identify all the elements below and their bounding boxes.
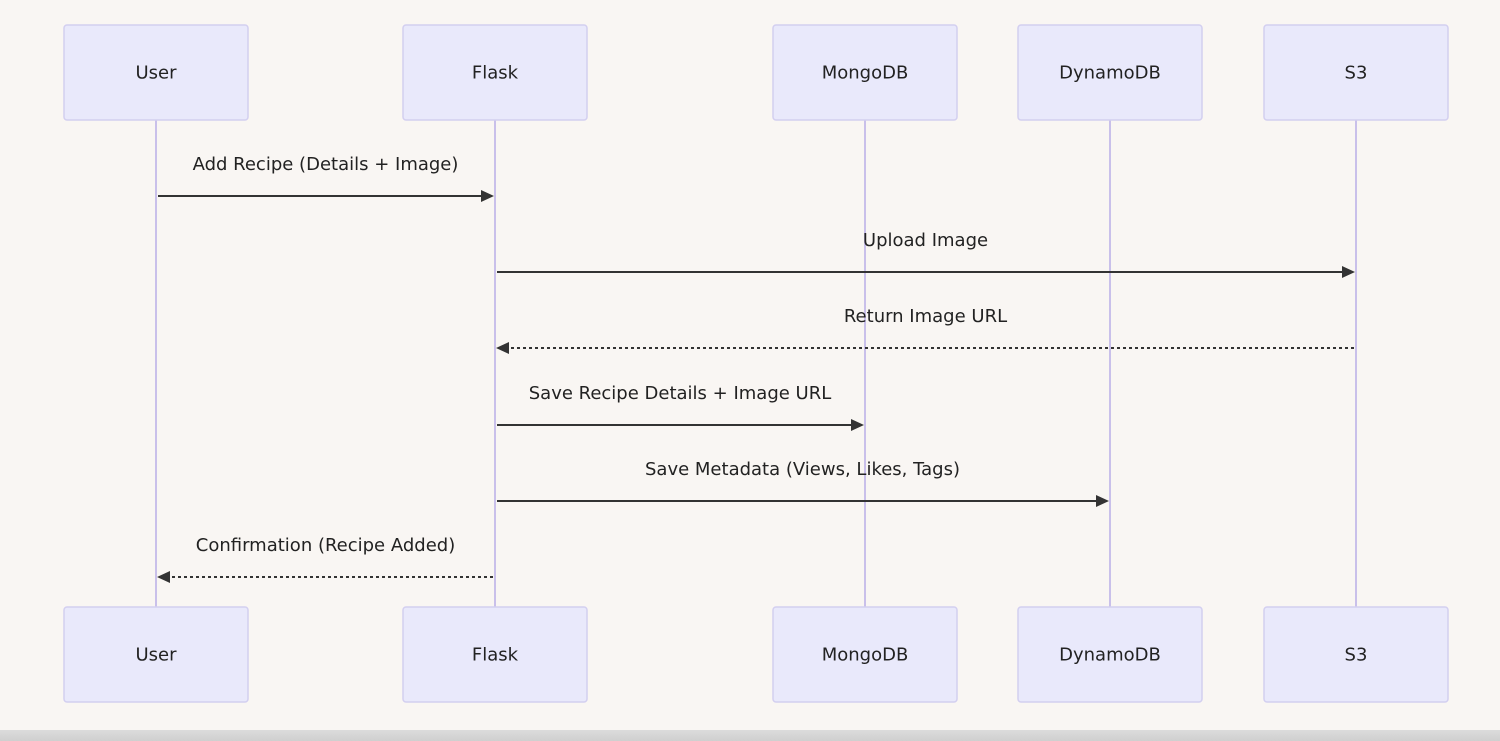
actor-mongodb-bottom: MongoDB [772, 606, 958, 703]
actor-label: Flask [472, 645, 519, 666]
actor-box [1263, 24, 1449, 121]
actor-box [1263, 606, 1449, 703]
actor-s3-bottom: S3 [1263, 606, 1449, 703]
actor-box [402, 606, 588, 703]
message-3: Return Image URL [496, 306, 1354, 354]
arrowhead [851, 419, 864, 431]
message-1: Add Recipe (Details + Image) [158, 154, 494, 202]
actor-user-top: User [63, 24, 249, 121]
actor-box [1017, 606, 1203, 703]
message-label: Save Metadata (Views, Likes, Tags) [645, 459, 960, 480]
actor-label: S3 [1345, 645, 1368, 666]
arrowhead [1342, 266, 1355, 278]
message-label: Upload Image [863, 230, 988, 251]
actor-s3-top: S3 [1263, 24, 1449, 121]
actor-dynamodb-top: DynamoDB [1017, 24, 1203, 121]
actor-user-bottom: User [63, 606, 249, 703]
message-5: Save Metadata (Views, Likes, Tags) [497, 459, 1109, 507]
actor-label: User [135, 645, 177, 666]
actor-box [63, 24, 249, 121]
actor-mongodb-top: MongoDB [772, 24, 958, 121]
actor-label: DynamoDB [1059, 645, 1161, 666]
message-2: Upload Image [497, 230, 1355, 278]
message-label: Add Recipe (Details + Image) [193, 154, 459, 175]
arrowhead [481, 190, 494, 202]
message-4: Save Recipe Details + Image URL [497, 383, 864, 431]
actor-label: Flask [472, 63, 519, 84]
actor-dynamodb-bottom: DynamoDB [1017, 606, 1203, 703]
window-bottom-edge [0, 730, 1500, 741]
actor-label: User [135, 63, 177, 84]
actor-box [772, 24, 958, 121]
actor-box [402, 24, 588, 121]
arrowhead [496, 342, 509, 354]
message-label: Return Image URL [844, 306, 1007, 327]
actor-box [63, 606, 249, 703]
actor-box [1017, 24, 1203, 121]
actor-label: S3 [1345, 63, 1368, 84]
actor-label: MongoDB [822, 645, 909, 666]
actor-label: DynamoDB [1059, 63, 1161, 84]
actor-label: MongoDB [822, 63, 909, 84]
actor-box [772, 606, 958, 703]
actor-flask-top: Flask [402, 24, 588, 121]
message-label: Save Recipe Details + Image URL [529, 383, 832, 404]
arrowhead [157, 571, 170, 583]
message-6: Confirmation (Recipe Added) [157, 535, 493, 583]
arrowhead [1096, 495, 1109, 507]
message-label: Confirmation (Recipe Added) [196, 535, 455, 556]
actor-flask-bottom: Flask [402, 606, 588, 703]
